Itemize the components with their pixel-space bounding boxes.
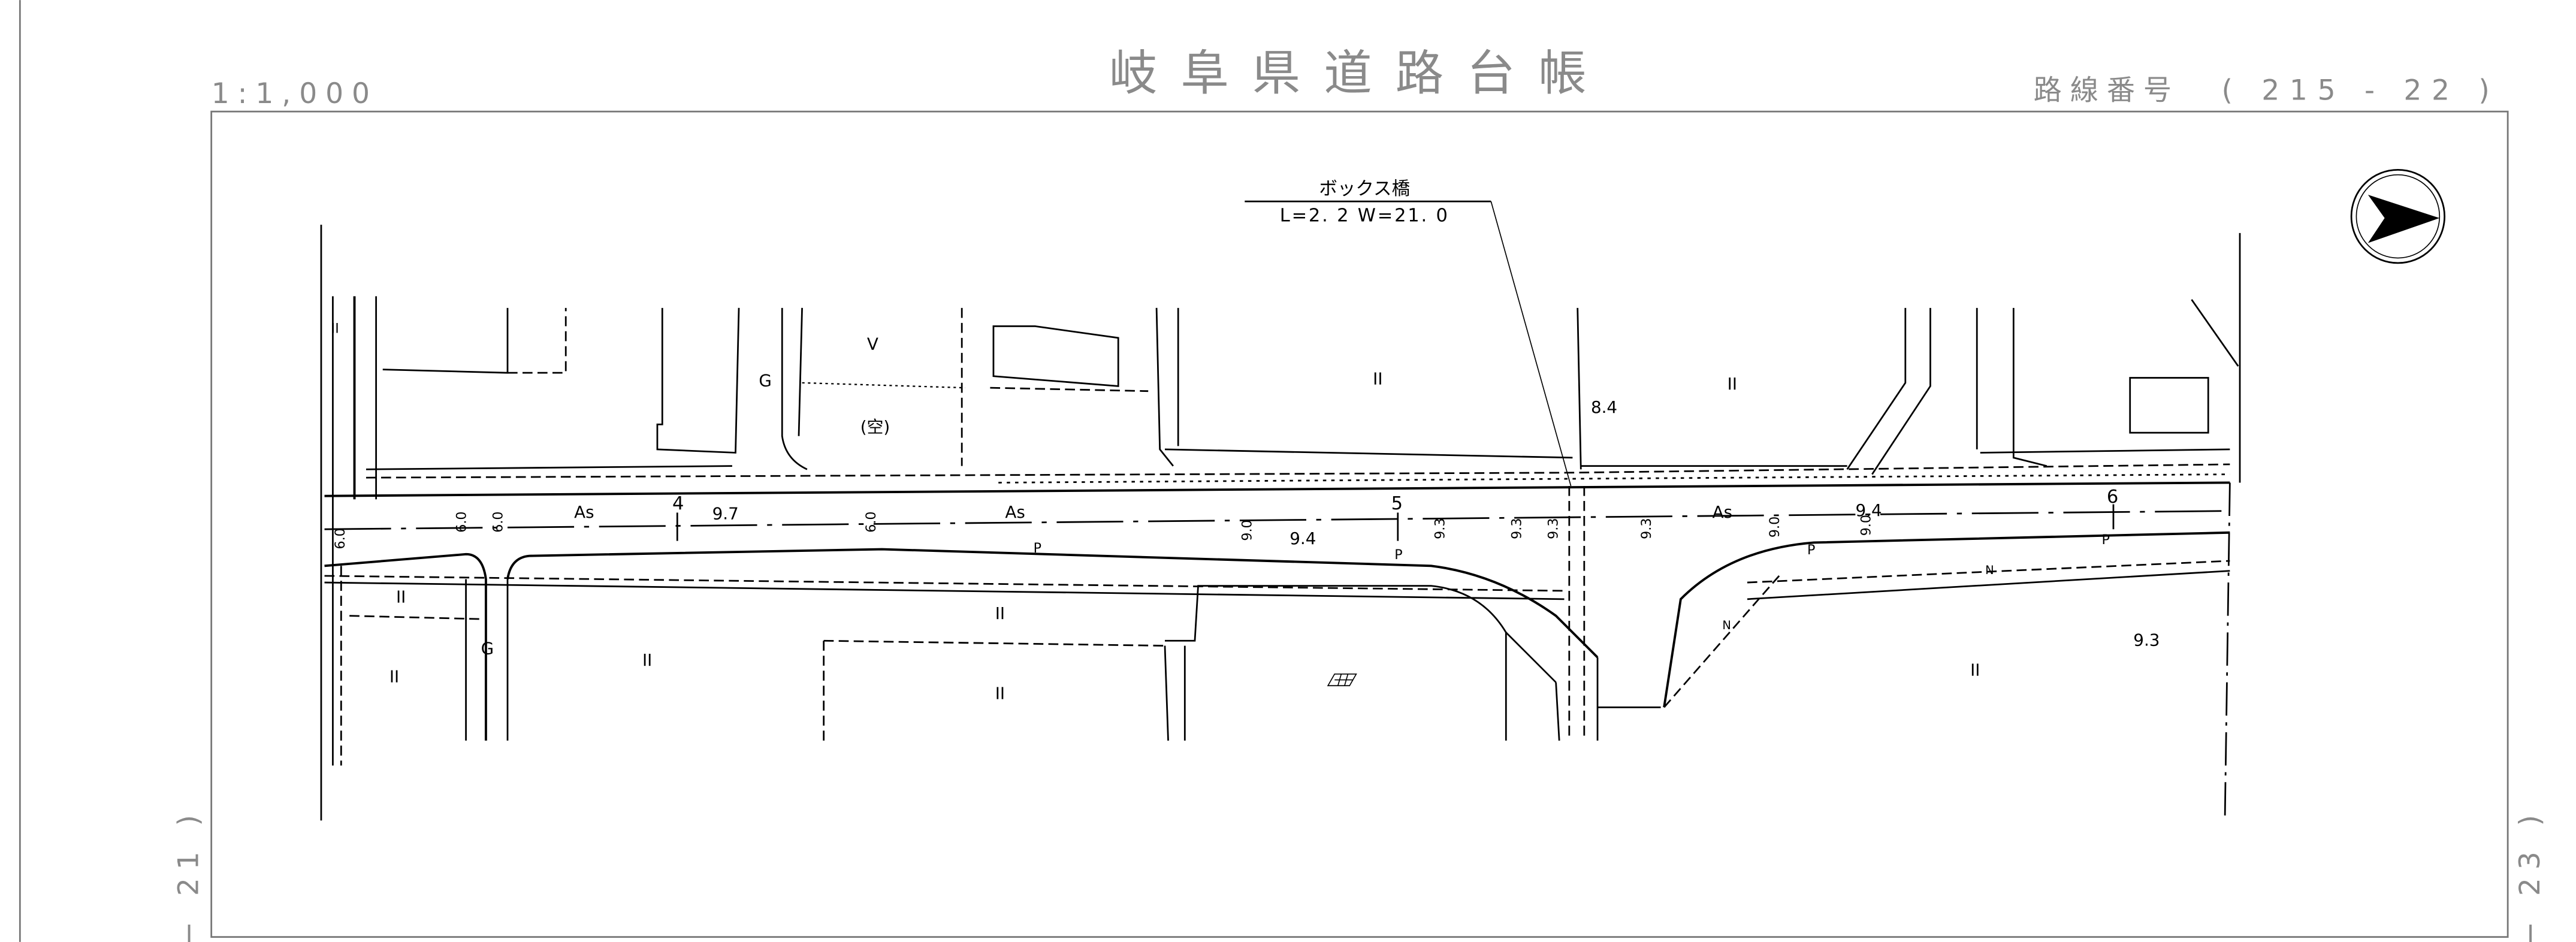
width-label: 9.0 [1239,520,1255,541]
field-mark: II [995,683,1005,703]
width-label: 9.0 [1767,517,1783,538]
route-label: 路線番号 [2034,74,2180,107]
map-frame [210,110,2509,938]
vacant-mark: (空) [860,417,890,437]
garden-mark: G [759,370,772,390]
field-mark: II [1728,374,1737,394]
side-label-right: − 23 ) [2514,807,2547,942]
surface-label: As [574,502,594,522]
route-number: ( 215 - 22 ) [2221,74,2499,107]
elevation: 9.3 [2133,630,2160,650]
field-mark: II [1373,369,1382,389]
n-mark: N [1985,563,1994,577]
field-mark: II [389,667,399,687]
n-mark: N [1722,618,1731,632]
grate-icon [1327,673,1357,687]
p-mark: P [1034,541,1041,556]
v-mark: V [867,334,878,354]
left-boundary [320,224,378,821]
width-label: 9.3 [1639,518,1654,539]
width-label: 6.0 [454,511,470,532]
bridge-leader [1490,201,1572,487]
width-labels: 6.0 6.0 6.0 6.0 9.0 9.3 9.3 9.3 9.3 9.0 … [333,511,1874,549]
p-mark: P [1807,542,1815,558]
station-5: 5 [1391,493,1403,514]
width-label: 9.3 [1545,518,1561,539]
field-mark: II [1970,660,1980,680]
field-mark: II [331,321,339,336]
map-title: 岐阜県道路台帳 [1109,45,1610,101]
width-label: 9.3 [1509,518,1524,539]
bridge-dims: L=2. 2 W=21. 0 [1280,205,1449,226]
width-label: 9.0 [1858,515,1874,536]
road [324,481,2230,741]
upper-sidewalk [366,448,2230,484]
field-mark: II [396,587,406,606]
elevation: 8.4 [1591,397,1617,417]
station-4: 4 [672,493,684,514]
landuse-marks: II II II II II II II II II (空) G G V P P… [331,321,2110,703]
bridge-name: ボックス橋 [1319,179,1410,200]
surface-label: As [1713,502,1732,522]
lower-lots [349,573,1781,741]
station-6: 6 [2107,487,2118,508]
width-label: 9.3 [1433,518,1448,539]
north-arrow-icon [2350,168,2445,264]
field-mark: II [995,603,1005,623]
width-label: 6.0 [491,511,506,532]
p-mark: P [2102,532,2110,548]
side-label-left: − 21 ) [172,807,205,942]
surface-label: As [1005,502,1025,522]
width-label: 6.0 [863,511,879,532]
upper-lots [382,233,2241,821]
elevation: 9.4 [1289,529,1316,548]
width-label: 6.0 [333,528,348,549]
scale-label: 1:1,000 [212,77,378,110]
elevation: 9.7 [712,504,739,524]
garden-mark: G [481,638,494,658]
elevation: 9.4 [1856,500,1882,520]
p-mark: P [1394,547,1402,563]
field-mark: II [642,650,652,670]
